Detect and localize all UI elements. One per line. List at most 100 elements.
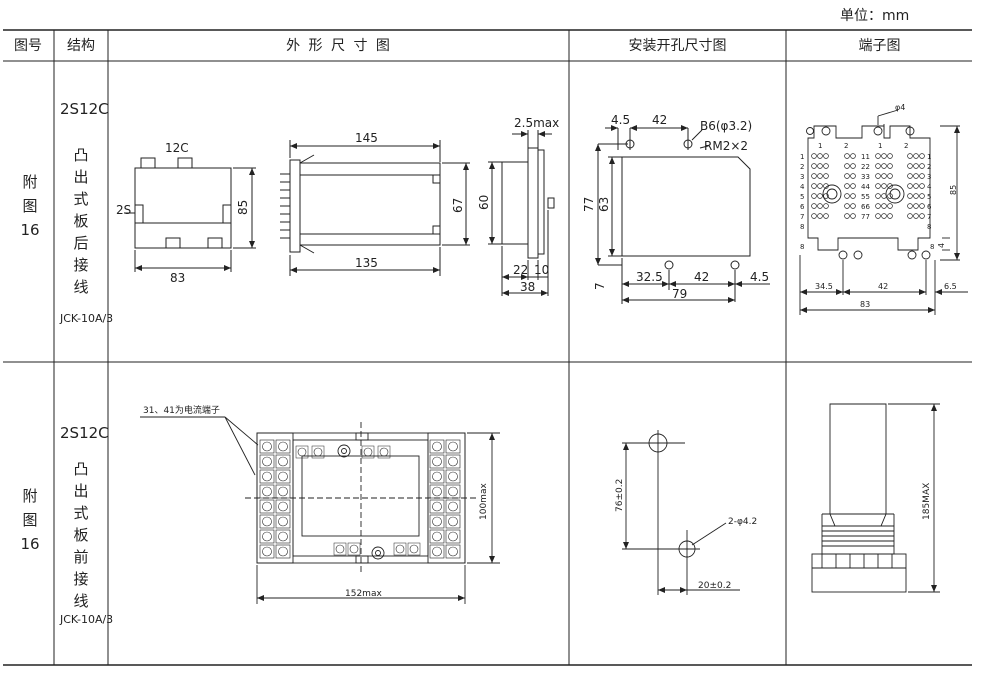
screw-terminal bbox=[259, 469, 275, 484]
screw-head bbox=[262, 531, 272, 542]
row1-rear-total: 38 bbox=[520, 280, 535, 294]
screw-terminal bbox=[445, 514, 461, 529]
contact-dot bbox=[817, 173, 823, 179]
screw-head bbox=[448, 456, 458, 467]
contact-dot bbox=[919, 173, 925, 179]
row2-mount-offset: 20±0.2 bbox=[698, 581, 731, 591]
contact-dot bbox=[844, 173, 850, 179]
contact-dot bbox=[875, 163, 881, 169]
contact-dot bbox=[875, 183, 881, 189]
contact-dot bbox=[907, 213, 913, 219]
terminal-number-left: 8 bbox=[800, 223, 804, 231]
contact-dot bbox=[913, 203, 919, 209]
screw-terminal bbox=[275, 514, 291, 529]
terminal-number-left: 1 bbox=[800, 153, 804, 161]
contact-dot bbox=[811, 173, 817, 179]
screw-terminal bbox=[259, 514, 275, 529]
screw-terminal-frame bbox=[347, 542, 361, 556]
contact-dot bbox=[844, 193, 850, 199]
screw-terminal bbox=[445, 439, 461, 454]
screw-terminal-small bbox=[409, 544, 419, 554]
contact-dot bbox=[887, 193, 893, 199]
screw-head bbox=[448, 531, 458, 542]
contact-dot bbox=[881, 173, 887, 179]
contact-dot bbox=[881, 183, 887, 189]
contact-dot bbox=[919, 203, 925, 209]
terminal-number-left: 7 bbox=[800, 213, 804, 221]
row1-terminal-w2: 42 bbox=[878, 282, 888, 291]
row1-terminal-top-2b: 2 bbox=[904, 142, 908, 150]
row1-part: JCK-10A/3 bbox=[60, 312, 114, 325]
screw-terminal-frame bbox=[295, 445, 309, 459]
screw-head bbox=[432, 471, 442, 482]
screw-head bbox=[432, 441, 442, 452]
row1-rear-view bbox=[488, 130, 555, 296]
row2-mount-hole: 2-φ4.2 bbox=[728, 517, 757, 527]
contact-dot bbox=[817, 213, 823, 219]
row1-front-label-top: 12C bbox=[165, 141, 189, 155]
row1-mount-w: 79 bbox=[672, 287, 687, 301]
screw-head bbox=[448, 441, 458, 452]
screw-head bbox=[448, 501, 458, 512]
terminal-number-left: 3 bbox=[800, 173, 804, 181]
contact-dot bbox=[907, 203, 913, 209]
terminal-number-left: 4 bbox=[800, 183, 805, 191]
unit-label: 单位：mm bbox=[840, 8, 910, 24]
screw-terminal bbox=[259, 499, 275, 514]
contact-dot bbox=[811, 193, 817, 199]
screw-terminal bbox=[429, 469, 445, 484]
row2-front-note: 31、41为电流端子 bbox=[143, 404, 220, 416]
screw-terminal bbox=[275, 499, 291, 514]
row1-side-height: 67 bbox=[451, 198, 465, 213]
contact-dot bbox=[881, 153, 887, 159]
row1-model: 2S12C bbox=[60, 100, 109, 118]
row1-terminal-bottom-8a: 8 bbox=[800, 243, 804, 251]
terminal-number-right: 3 bbox=[927, 173, 931, 181]
contact-dot bbox=[919, 213, 925, 219]
contact-dot bbox=[823, 163, 829, 169]
row1-terminal-frame bbox=[799, 109, 968, 315]
row1-rear-d1: 22 bbox=[513, 263, 528, 277]
table-grid bbox=[3, 29, 972, 666]
contact-dot bbox=[875, 213, 881, 219]
screw-terminal bbox=[259, 529, 275, 544]
screw-head bbox=[448, 486, 458, 497]
screw-terminal-small bbox=[313, 447, 323, 457]
screw-terminal bbox=[445, 499, 461, 514]
header-fig-no: 图号 bbox=[14, 38, 42, 54]
contact-dot bbox=[811, 153, 817, 159]
terminal-number-right: 6 bbox=[927, 203, 932, 211]
row1-terminal-top-2a: 2 bbox=[844, 142, 848, 150]
screw-head bbox=[278, 456, 288, 467]
row2-front-width: 152max bbox=[345, 589, 382, 599]
screw-head bbox=[432, 501, 442, 512]
contact-dot bbox=[844, 203, 850, 209]
contact-dot bbox=[875, 153, 881, 159]
header-structure: 结构 bbox=[67, 38, 95, 54]
screw-head bbox=[262, 546, 272, 557]
screw-terminal-small bbox=[395, 544, 405, 554]
contact-dot bbox=[913, 193, 919, 199]
row2-mount-spacing: 76±0.2 bbox=[615, 479, 625, 512]
row1-mount-h1: 77 bbox=[582, 197, 596, 212]
screw-terminal-frame bbox=[361, 445, 375, 459]
contact-dot bbox=[811, 213, 817, 219]
screw-terminal bbox=[445, 469, 461, 484]
contact-dot bbox=[875, 193, 881, 199]
row1-rear-height: 60 bbox=[477, 195, 491, 210]
row2-terminal-height: 185MAX bbox=[922, 483, 932, 520]
contact-dot bbox=[811, 163, 817, 169]
row1-front-height: 85 bbox=[236, 200, 250, 215]
contact-dot bbox=[817, 163, 823, 169]
terminal-number-mid: 22 bbox=[861, 163, 870, 171]
row2-mount-holes bbox=[622, 430, 740, 595]
terminal-number-left: 5 bbox=[800, 193, 804, 201]
contact-dot bbox=[887, 183, 893, 189]
contact-dot bbox=[887, 163, 893, 169]
screw-head bbox=[278, 516, 288, 527]
screw-terminal-small bbox=[363, 447, 373, 457]
contact-dot bbox=[919, 153, 925, 159]
row1-terminal-height: 85 bbox=[949, 185, 958, 195]
contact-dot bbox=[844, 183, 850, 189]
